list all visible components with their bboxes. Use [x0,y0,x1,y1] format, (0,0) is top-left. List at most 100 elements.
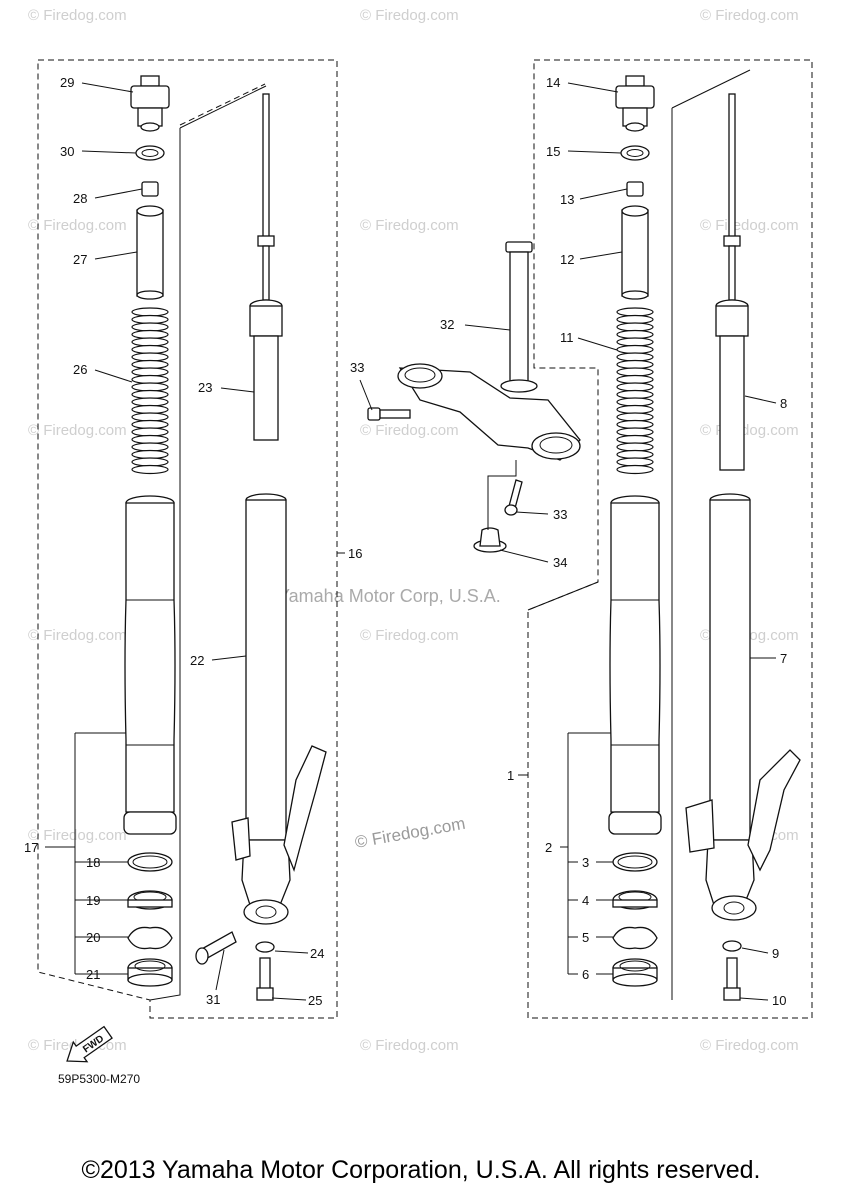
part-label: 14 [546,75,560,90]
spring-coil [131,344,169,355]
washer-24 [255,941,275,953]
damper-rod-8 [715,93,749,471]
spring-coil [616,442,654,452]
spring-coil [616,434,654,445]
nut-28 [141,181,159,197]
part-label: 6 [582,967,589,982]
clip-5 [612,926,658,950]
spring-coil [616,397,654,407]
spring-coil [131,404,169,415]
oil-seal-4 [612,890,658,910]
bolt-25 [256,957,274,1001]
dust-seal-21 [127,958,173,987]
watermark: © Firedog.com [360,422,459,439]
inner-tube-22 [245,493,287,841]
watermark: © Firedog.com [28,827,127,844]
watermark: © Firedog.com [360,627,459,644]
clip-20 [127,926,173,950]
spring-coil [616,307,654,317]
part-label: 23 [198,380,212,395]
part-label: 15 [546,144,560,159]
outer-tube-2 [608,495,662,835]
part-label: 7 [780,651,787,666]
watermark: © Firedog.com [28,627,127,644]
part-labels: 29 30 28 27 26 23 22 16 17 18 19 20 21 3… [24,75,787,1008]
part-label: 31 [206,992,220,1007]
part-label: 5 [582,930,589,945]
part-label: 3 [582,855,589,870]
spacer-12 [621,205,649,300]
part-label: 20 [86,930,100,945]
watermark: © Firedog.com [360,217,459,234]
spring-coil [616,352,654,362]
o-ring-30 [135,145,165,161]
spring-coil [616,457,654,467]
part-label: 9 [772,946,779,961]
spring-coil [616,389,654,400]
part-label: 10 [772,993,786,1008]
spring-11 [616,307,654,475]
spring-coil [131,412,169,422]
part-label: 29 [60,75,74,90]
watermark: © Firedog.com [700,422,799,439]
watermark: © Firedog.com [700,7,799,24]
spring-coil [131,382,169,392]
part-label: 26 [73,362,87,377]
damper-rod-23 [249,93,283,441]
spring-coil [616,344,654,355]
part-label: 18 [86,855,100,870]
spring-coil [131,367,169,377]
spring-coil [131,397,169,407]
oil-seal-19 [127,890,173,910]
spring-coil [616,374,654,385]
spring-coil [131,434,169,445]
spring-coil [131,337,169,347]
part-label: 4 [582,893,589,908]
part-label: 19 [86,893,100,908]
diagram-code: 59P5300-M270 [58,1072,141,1086]
spring-coil [616,359,654,370]
spring-coil [616,464,654,475]
spacer-27 [136,205,164,300]
right-fork-frame [527,59,813,1019]
spring-coil [616,329,654,340]
bolt-33a [367,407,411,421]
spring-coil [616,322,654,332]
part-label: 13 [560,192,574,207]
part-label: 16 [348,546,362,561]
spring-coil [616,404,654,415]
cap-34 [473,527,507,553]
part-label: 24 [310,946,324,961]
watermark: © Firedog.com [360,7,459,24]
part-label: 34 [553,555,567,570]
spring-coil [131,419,169,430]
spring-coil [131,322,169,332]
spring-coil [131,449,169,460]
cap-bolt-29 [130,75,170,132]
bolt-31 [195,931,237,965]
watermark-center: © Firedog.com [353,814,466,852]
part-label: 22 [190,653,204,668]
part-label: 8 [780,396,787,411]
spring-coil [131,427,169,437]
part-label: 2 [545,840,552,855]
watermark: © Firedog.com [28,217,127,234]
part-label: 28 [73,191,87,206]
spring-coil [616,367,654,377]
part-label: 33 [553,507,567,522]
cap-bolt-14 [615,75,655,132]
spring-coil [131,389,169,400]
spring-coil [616,382,654,392]
washer-9 [722,940,742,952]
part-label: 17 [24,840,38,855]
yamaha-watermark: Yamaha Motor Corp, U.S.A. [278,586,501,606]
dust-seal-6 [612,958,658,987]
spring-coil [616,449,654,460]
watermark: © Firedog.com [28,7,127,24]
spring-coil [131,329,169,340]
part-label: 21 [86,967,100,982]
bolt-33b [504,479,523,516]
part-label: 30 [60,144,74,159]
part-label: 1 [507,768,514,783]
part-label: 11 [560,330,574,345]
